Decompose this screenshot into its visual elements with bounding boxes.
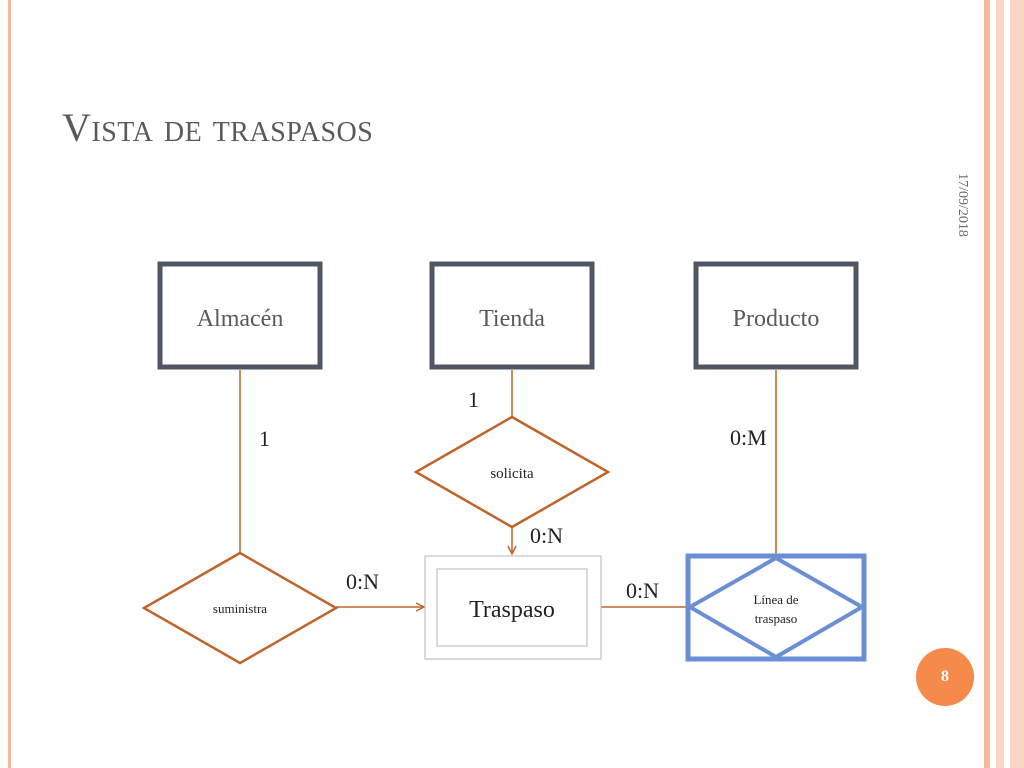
entity-tienda-label: Tienda [479, 306, 545, 332]
card-tienda-solicita: 1 [468, 387, 479, 412]
left-accent-line [8, 0, 11, 768]
right-band-middle [996, 0, 1004, 768]
card-traspaso-linea: 0:N [626, 578, 659, 603]
weak-entity-linea-traspaso: Línea de traspaso [685, 553, 867, 662]
linea-label-line2: traspaso [755, 611, 798, 626]
entity-almacen: Almacén [157, 261, 323, 370]
relation-solicita: solicita [413, 415, 611, 529]
card-almacen-suministra: 1 [259, 426, 270, 451]
relation-suministra: suministra [141, 551, 339, 665]
entity-traspaso: Traspaso [424, 555, 602, 660]
entity-producto: Producto [693, 261, 859, 370]
entity-tienda: Tienda [429, 261, 595, 370]
entity-almacen-label: Almacén [197, 306, 284, 332]
right-band-outer [1010, 0, 1024, 768]
entity-traspaso-label: Traspaso [469, 597, 555, 623]
page-number-badge: 8 [916, 648, 974, 706]
card-producto-linea: 0:M [730, 425, 767, 450]
card-suministra-traspaso: 0:N [346, 569, 379, 594]
relation-solicita-label: solicita [490, 466, 534, 482]
right-band-inner [984, 0, 990, 768]
relation-suministra-label: suministra [213, 601, 267, 616]
card-solicita-traspaso: 0:N [530, 523, 563, 548]
linea-label-line1: Línea de [753, 592, 798, 607]
entity-producto-label: Producto [733, 306, 820, 332]
slide-title: Vista de traspasos [62, 105, 374, 150]
